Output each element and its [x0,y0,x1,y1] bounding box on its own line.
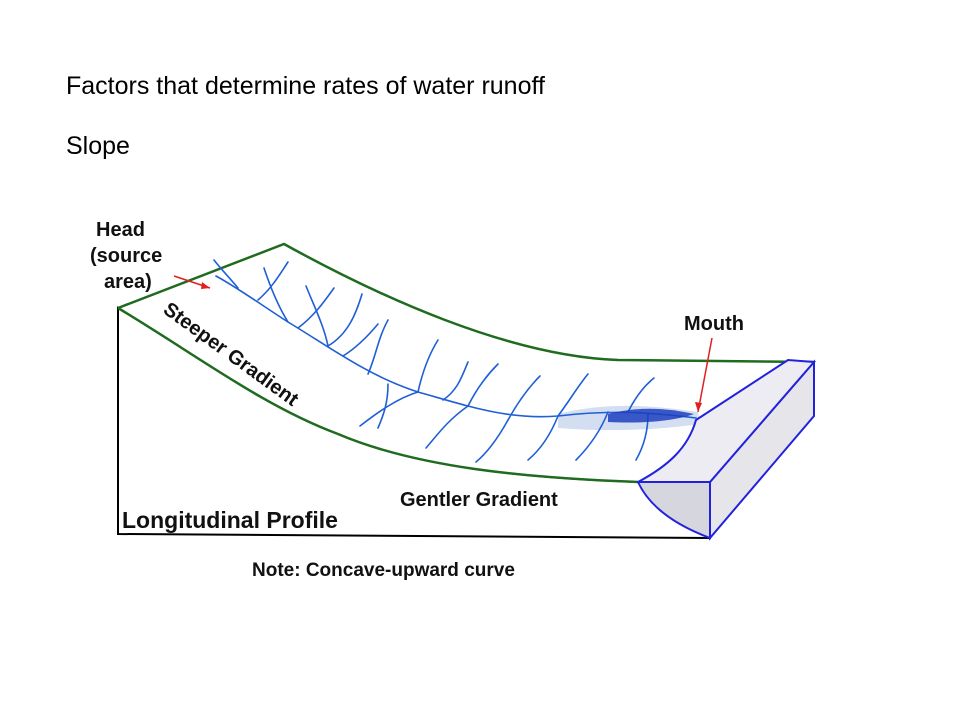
head-label-line2: (source [90,245,162,267]
diagram-canvas: Head (source area) Mouth Steeper Gradien… [88,216,818,586]
mouth-label: Mouth [684,313,744,335]
stream-network [213,259,697,463]
head-arrowhead [201,282,210,289]
gentler-gradient-label: Gentler Gradient [400,489,558,511]
ocean-block [636,358,817,541]
longitudinal-profile-diagram: Head (source area) Mouth Steeper Gradien… [88,216,818,586]
river-mouth-water [608,408,694,423]
front-profile-curve [117,306,639,484]
head-label-line1: Head [96,219,145,241]
head-label-line3: area) [104,271,152,293]
profile-label: Longitudinal Profile [122,507,338,533]
mouth-arrowhead [695,402,702,412]
back-edge [117,242,815,364]
note-label: Note: Concave-upward curve [252,560,515,581]
slide-subtitle: Slope [66,132,130,160]
slide-title: Factors that determine rates of water ru… [66,72,545,100]
mouth-pointer-arrow [697,337,713,413]
